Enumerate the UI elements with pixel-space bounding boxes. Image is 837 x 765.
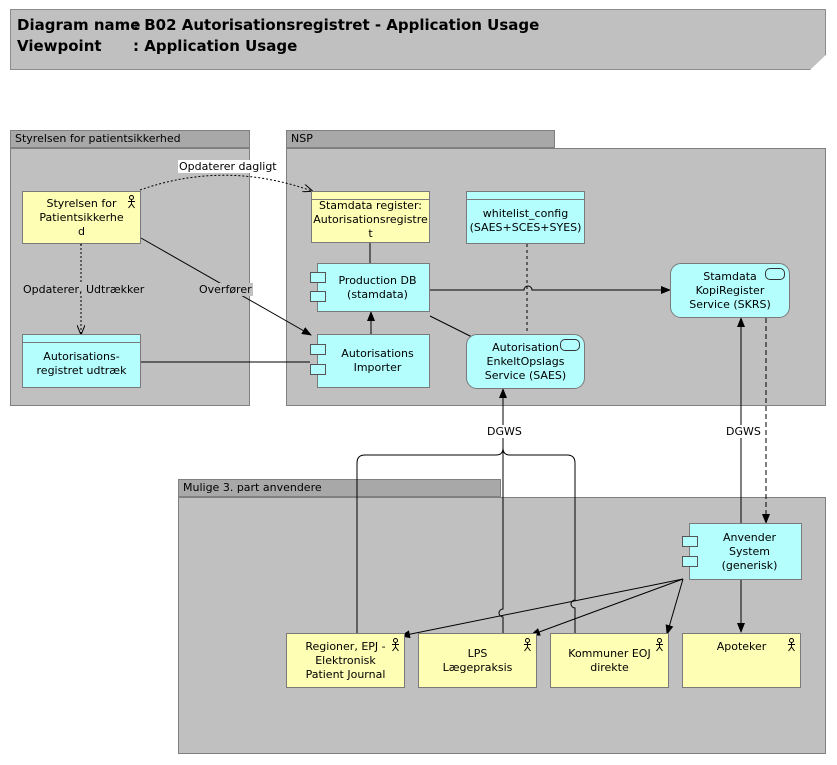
group-nsp-label: NSP xyxy=(291,132,313,145)
data-object-divider xyxy=(467,199,584,200)
component-tab-icon xyxy=(310,344,326,355)
node-autorisations-importer-label: Autorisations Importer xyxy=(341,347,414,374)
group-styrelsen-label: Styrelsen for patientsikkerhed xyxy=(15,132,181,145)
node-kommuner[interactable]: Kommuner EOJ direkte xyxy=(550,633,669,688)
component-tab-icon xyxy=(682,556,698,567)
node-stamdata-krs[interactable]: Stamdata KopiRegister Service (SKRS) xyxy=(670,263,790,318)
node-stamdata-krs-label: Stamdata KopiRegister Service (SKRS) xyxy=(689,269,771,311)
edge-anvender-kommuner xyxy=(665,578,684,635)
component-tab-icon xyxy=(310,272,326,283)
diagram-name-key: Diagram name xyxy=(17,16,141,34)
data-object-divider xyxy=(312,199,429,200)
label-overforer: Overfører xyxy=(198,283,253,296)
diagram-header: Diagram name: B02 Autorisationsregistret… xyxy=(10,9,826,70)
edge-lps-saes xyxy=(498,388,507,633)
node-styrelsen-actor[interactable]: Styrelsen for Patientsikkerhe d xyxy=(22,191,141,244)
actor-icon xyxy=(392,638,399,652)
actor-icon xyxy=(524,638,531,652)
edge-productiondb-saes xyxy=(429,315,473,338)
node-regioner[interactable]: Regioner, EPJ - Elektronisk Patient Jour… xyxy=(286,633,405,688)
actor-icon xyxy=(788,638,795,652)
group-mulige-tab[interactable]: Mulige 3. part anvendere xyxy=(178,479,501,497)
node-saes-label: Autorisation EnkeltOpslags Service (SAES… xyxy=(484,340,567,382)
node-whitelist-config-label: whitelist_config (SAES+SCES+SYES) xyxy=(469,206,582,234)
node-saes[interactable]: Autorisation EnkeltOpslags Service (SAES… xyxy=(466,334,585,389)
viewpoint-key: Viewpoint xyxy=(17,37,102,55)
node-anvender-system-label: Anvender System (generisk) xyxy=(721,530,778,572)
node-autorisations-importer[interactable]: Autorisations Importer xyxy=(317,334,430,388)
group-nsp-tab[interactable]: NSP xyxy=(286,130,555,148)
edge-productiondb-skrs xyxy=(430,285,671,294)
node-autreg-udtraek[interactable]: Autorisations- registret udtræk xyxy=(22,334,141,388)
service-icon xyxy=(560,339,580,351)
edge-regioner-saes xyxy=(356,447,504,633)
node-production-db-label: Production DB (stamdata) xyxy=(338,273,417,301)
node-kommuner-label: Kommuner EOJ direkte xyxy=(568,646,651,674)
edge-kommuner-saes xyxy=(502,447,576,633)
node-regioner-label: Regioner, EPJ - Elektronisk Patient Jour… xyxy=(305,639,386,681)
edge-anvender-lps xyxy=(530,578,684,636)
component-tab-icon xyxy=(682,536,698,547)
label-dgws-left: DGWS xyxy=(486,425,523,438)
node-anvender-system[interactable]: Anvender System (generisk) xyxy=(689,523,802,580)
node-production-db[interactable]: Production DB (stamdata) xyxy=(317,263,430,312)
edge-anvender-regioner xyxy=(400,578,684,639)
viewpoint-line: Viewpoint : Application Usage xyxy=(17,37,297,55)
label-opdaterer-udtraekker: Opdaterer, Udtrækker xyxy=(22,283,146,296)
diagram-name-line: Diagram name: B02 Autorisationsregistret… xyxy=(17,16,539,34)
actor-icon xyxy=(128,195,135,209)
data-object-divider xyxy=(23,342,140,343)
node-lps[interactable]: LPS Lægepraksis xyxy=(418,633,537,688)
group-styrelsen-tab[interactable]: Styrelsen for patientsikkerhed xyxy=(10,130,250,148)
node-autreg-udtraek-label: Autorisations- registret udtræk xyxy=(36,350,127,377)
group-mulige-label: Mulige 3. part anvendere xyxy=(183,481,322,494)
actor-icon xyxy=(656,638,663,652)
label-dgws-right: DGWS xyxy=(725,425,762,438)
node-stamdata-register[interactable]: Stamdata register: Autorisationsregistre… xyxy=(311,191,430,243)
label-opdaterer-dagligt: Opdaterer dagligt xyxy=(178,160,278,173)
node-whitelist-config[interactable]: whitelist_config (SAES+SCES+SYES) xyxy=(466,191,585,244)
node-lps-label: LPS Lægepraksis xyxy=(442,646,513,674)
node-styrelsen-actor-label: Styrelsen for Patientsikkerhe d xyxy=(39,196,124,238)
viewpoint-value: : Application Usage xyxy=(133,37,298,55)
node-apoteker[interactable]: Apoteker xyxy=(682,633,801,688)
edge-opdaterer-dagligt xyxy=(139,174,312,191)
node-apoteker-label: Apoteker xyxy=(716,640,767,653)
component-tab-icon xyxy=(310,364,326,375)
node-stamdata-register-label: Stamdata register: Autorisationsregistre… xyxy=(313,199,428,240)
component-tab-icon xyxy=(310,291,326,302)
service-icon xyxy=(765,268,785,280)
diagram-name-value: : B02 Autorisationsregistret - Applicati… xyxy=(133,16,540,34)
